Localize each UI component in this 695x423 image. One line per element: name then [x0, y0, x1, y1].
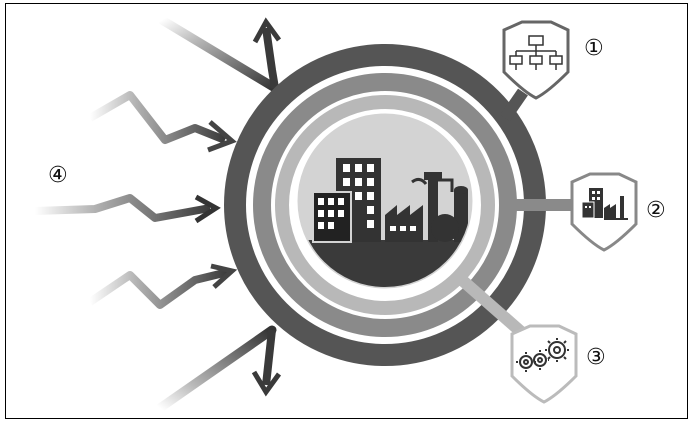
gears-icon — [516, 338, 569, 372]
threat-arrows — [34, 15, 282, 413]
shield-two — [570, 172, 638, 252]
hierarchy-icon — [509, 35, 563, 70]
callout-four: ④ — [48, 163, 68, 188]
callout-one: ① — [584, 36, 604, 61]
connector-three — [458, 275, 532, 343]
threat-arrow-bottom — [155, 325, 277, 413]
threat-arrow-top — [157, 15, 280, 93]
city-building-icon — [581, 188, 628, 220]
callout-three: ③ — [586, 345, 606, 370]
inner-ring — [275, 95, 495, 315]
connector-one — [500, 88, 528, 122]
connectors — [458, 88, 575, 343]
threat-arrow-middle — [34, 194, 211, 222]
callout-two: ② — [646, 198, 666, 223]
deflect-arrow-bottom — [262, 329, 276, 386]
shield-three — [510, 324, 578, 404]
threat-arrow-upper — [88, 91, 227, 144]
threat-arrow-lower — [87, 268, 229, 309]
shield-one — [502, 20, 570, 100]
deflect-arrow-top — [262, 27, 279, 89]
